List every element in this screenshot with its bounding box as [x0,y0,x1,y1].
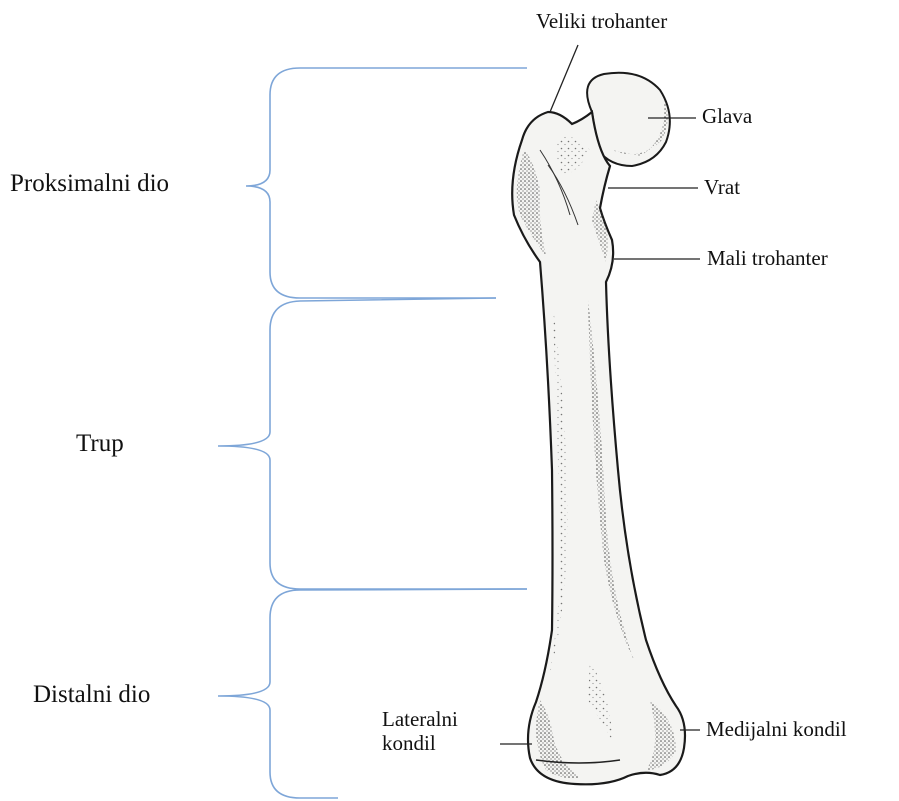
label-neck: Vrat [704,175,740,199]
label-lateral-condyle: Lateralni kondil [382,707,458,755]
region-brackets [218,68,527,798]
label-shaft-region: Trup [76,430,124,459]
label-medial-condyle: Medijalni kondil [706,717,847,741]
leader-veliki-trohanter [550,45,578,112]
bracket-distal [218,589,527,798]
label-proximal-region: Proksimalni dio [10,170,169,199]
label-lateral-condyle-line1: Lateralni [382,707,458,731]
label-head: Glava [702,104,752,128]
bracket-shaft [218,298,527,589]
label-lateral-condyle-line2: kondil [382,731,458,755]
label-lesser-trochanter: Mali trohanter [707,246,828,270]
label-greater-trochanter: Veliki trohanter [536,9,667,33]
label-distal-region: Distalni dio [33,681,150,710]
bracket-proximal [246,68,527,298]
femur-bone [512,73,685,785]
